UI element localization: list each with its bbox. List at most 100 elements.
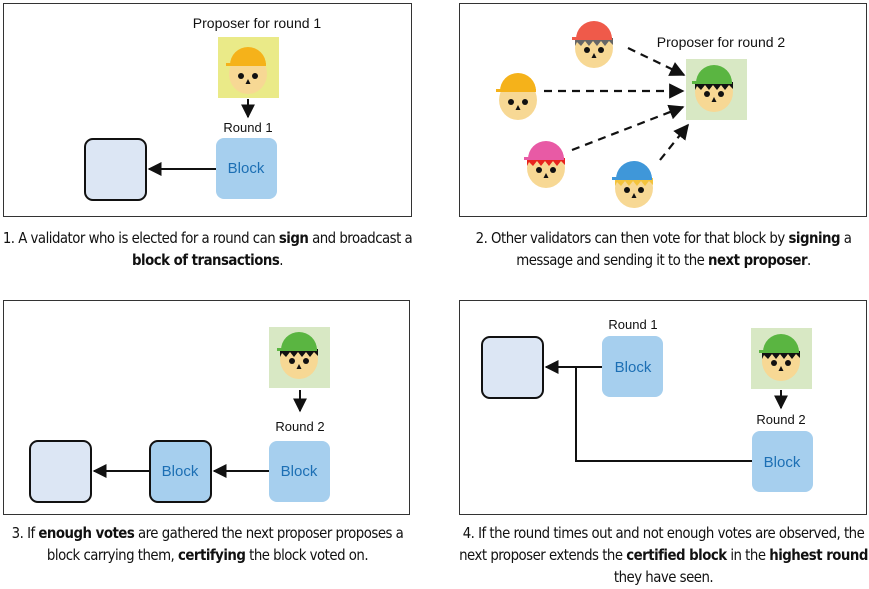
blue-hat-face-icon	[612, 161, 653, 208]
hat-crown	[281, 332, 317, 350]
green-hat-face-icon	[692, 65, 733, 112]
panel-3-diagram: Round 2 Block Block	[29, 327, 330, 503]
hat-crown	[528, 141, 564, 159]
panel-2: Proposer for round 2	[459, 3, 867, 217]
right-eye	[550, 167, 556, 173]
red-hat-face-icon	[572, 21, 613, 68]
caption-emphasis: enough votes	[38, 524, 135, 542]
block-round-1-label: Block	[228, 160, 265, 177]
round-2-label: Round 2	[275, 419, 324, 434]
vote-arrow-red	[627, 47, 686, 76]
nose	[591, 53, 597, 58]
green-hat-face-icon	[277, 332, 318, 379]
orange-hat-face-icon	[496, 73, 537, 120]
nose	[543, 173, 549, 178]
hat-crown	[616, 161, 652, 179]
nose	[296, 364, 302, 369]
nose	[245, 79, 251, 84]
left-eye	[238, 73, 244, 79]
hat-brim	[277, 348, 317, 351]
panel-1: Proposer for round 1 Round 1 Block	[3, 3, 412, 217]
right-eye	[638, 187, 644, 193]
caption-text: 4. If the round times out and not enough…	[459, 524, 865, 564]
caption-emphasis: highest round	[769, 546, 868, 564]
voter-pink-hat	[524, 141, 565, 188]
caption-2: 2. Other validators can then vote for th…	[451, 227, 869, 271]
hat-brim	[524, 157, 564, 160]
vote-arrow-pink	[571, 104, 685, 152]
panel-1-diagram: Proposer for round 1 Round 1 Block	[84, 15, 322, 201]
voter-red-hat	[572, 21, 613, 68]
caption-emphasis: sign	[278, 229, 309, 247]
caption-emphasis: certifying	[178, 546, 246, 564]
proposer-1-avatar	[218, 37, 279, 98]
caption-1: 1. A validator who is elected for a roun…	[0, 227, 420, 271]
left-eye	[771, 360, 777, 366]
proposer-2-avatar	[751, 328, 812, 389]
proposer-2-avatar	[269, 327, 330, 388]
vote-arrow-blue	[659, 123, 689, 161]
round-1-label: Round 1	[608, 317, 657, 332]
hat-brim	[759, 350, 799, 353]
caption-text: and broadcast a	[308, 229, 413, 247]
nose	[515, 105, 521, 110]
caption-4: 4. If the round times out and not enough…	[451, 522, 869, 588]
caption-text: 2. Other validators can then vote for th…	[475, 229, 789, 247]
orange-hat-face-icon	[226, 47, 267, 94]
voter-orange-hat	[496, 73, 537, 120]
proposer-round-2-label: Proposer for round 2	[657, 34, 786, 50]
hat-brim	[226, 63, 266, 66]
right-eye	[598, 47, 604, 53]
right-eye	[785, 360, 791, 366]
caption-text: they have seen.	[613, 568, 714, 586]
caption-text: .	[807, 251, 811, 269]
hat-crown	[763, 334, 799, 352]
arrow-round2-to-previous	[575, 367, 752, 462]
block-round-1	[602, 336, 663, 397]
caption-emphasis: signing	[788, 229, 841, 247]
green-hat-face-icon	[759, 334, 800, 381]
previous-block	[29, 440, 92, 503]
hat-crown	[500, 73, 536, 91]
block-round-2-label: Block	[764, 454, 801, 471]
nose	[711, 97, 717, 102]
proposer-2-avatar	[686, 59, 747, 120]
hat-brim	[496, 89, 536, 92]
block-round-2-label: Block	[281, 463, 318, 480]
hat-brim	[572, 37, 612, 40]
right-eye	[718, 91, 724, 97]
block-round-1	[216, 138, 277, 199]
right-eye	[522, 99, 528, 105]
caption-text: .	[279, 251, 283, 269]
caption-3: 3. If enough votes are gathered the next…	[0, 522, 420, 566]
panel-4: Round 1 Block Round 2 Block	[459, 300, 867, 515]
caption-text: 3. If	[11, 524, 39, 542]
left-eye	[584, 47, 590, 53]
caption-text: a message and sending it to the	[516, 229, 852, 269]
voter-blue-hat	[612, 161, 653, 208]
block-round-2	[752, 431, 813, 492]
round-2-label: Round 2	[756, 412, 805, 427]
caption-emphasis: block of transactions	[132, 251, 280, 269]
nose	[631, 193, 637, 198]
left-eye	[536, 167, 542, 173]
caption-text: are gathered the next proposer proposes …	[46, 524, 404, 564]
hat-crown	[696, 65, 732, 83]
caption-text: 1. A validator who is elected for a roun…	[2, 229, 279, 247]
panel-4-diagram: Round 1 Block Round 2 Block	[481, 317, 813, 492]
previous-block	[84, 138, 147, 201]
hat-brim	[692, 81, 732, 84]
right-eye	[303, 358, 309, 364]
previous-block	[481, 336, 544, 399]
proposer-round-1-label: Proposer for round 1	[193, 15, 322, 31]
panel-2-diagram: Proposer for round 2	[496, 21, 786, 208]
pink-hat-face-icon	[524, 141, 565, 188]
hat-brim	[612, 177, 652, 180]
nose	[778, 366, 784, 371]
left-eye	[508, 99, 514, 105]
caption-emphasis: certified block	[626, 546, 727, 564]
hat-crown	[230, 47, 266, 65]
certified-block-label: Block	[162, 463, 199, 480]
round-1-label: Round 1	[223, 120, 272, 135]
caption-emphasis: next proposer	[708, 251, 808, 269]
